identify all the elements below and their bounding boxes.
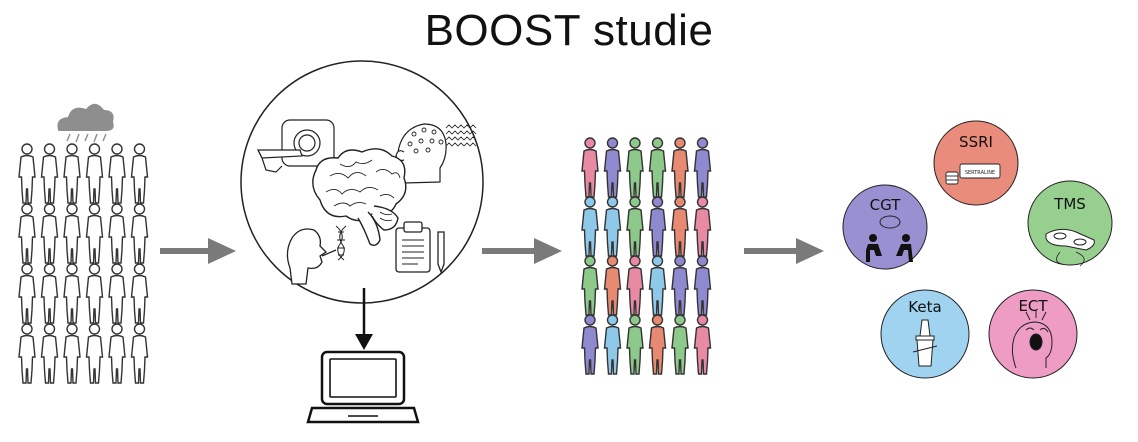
patient-figure-icon [626, 255, 644, 316]
patient-figure-icon [626, 196, 644, 257]
laptop-icon [306, 350, 420, 424]
pill-box-icon: SERTRALINE [945, 163, 1001, 185]
person-outline-icon [130, 323, 149, 384]
person-outline-icon [63, 203, 81, 264]
person-outline-icon [40, 263, 59, 324]
patient-figure-icon [693, 255, 712, 316]
treatment-tms-label: TMS [1053, 195, 1086, 213]
person-outline-icon [18, 263, 36, 324]
flow-arrow-3 [744, 238, 824, 264]
clipboard-icon [395, 221, 445, 274]
person-outline-icon [85, 143, 104, 204]
patient-figure-icon [581, 196, 599, 257]
person-outline-icon [85, 203, 104, 264]
patient-figure-icon [626, 137, 644, 198]
nasal-spray-icon [912, 319, 938, 367]
eeg-head-icon [395, 123, 477, 184]
person-outline-icon [18, 203, 36, 264]
treatment-cgt-label: CGT [870, 196, 902, 214]
patient-figure-icon [603, 255, 622, 316]
ect-head-icon [1011, 310, 1053, 369]
patient-figure-icon [671, 314, 689, 375]
person-outline-icon [130, 203, 149, 264]
treatment-ect: ECT [988, 289, 1078, 379]
patient-figure-icon [626, 314, 644, 375]
patient-figure-icon [603, 196, 622, 257]
patient-figure-icon [671, 196, 689, 257]
person-outline-icon [130, 263, 149, 324]
flow-arrow-2 [482, 238, 562, 264]
mri-scanner-icon [257, 119, 335, 173]
person-outline-icon [85, 323, 104, 384]
person-outline-icon [85, 263, 104, 324]
patient-figure-icon [603, 137, 622, 198]
rain-cloud-icon [57, 103, 114, 143]
treatment-keta: Keta [880, 289, 970, 379]
patient-figure-icon [671, 137, 689, 198]
person-outline-icon [63, 263, 81, 324]
patient-figure-icon [693, 314, 712, 375]
patient-figure-icon [671, 255, 689, 316]
treatment-options: SSRI SERTRALINE CGT TMS [842, 120, 1113, 379]
patient-figure-icon [603, 314, 622, 375]
flow-arrow-1 [160, 238, 236, 264]
person-outline-icon [108, 203, 126, 264]
person-outline-icon [40, 203, 59, 264]
person-outline-icon [108, 263, 126, 324]
patient-figure-icon [581, 255, 599, 316]
treatment-ssri-label: SSRI [959, 133, 993, 151]
saliva-dna-icon [286, 225, 347, 285]
stratified-patient-group [581, 137, 712, 375]
patient-figure-icon [581, 137, 599, 198]
depressed-population-group [18, 143, 149, 384]
treatment-ssri: SSRI SERTRALINE [933, 120, 1019, 206]
person-outline-icon [130, 143, 149, 204]
person-outline-icon [18, 323, 36, 384]
treatment-cgt: CGT [842, 184, 928, 270]
patient-figure-icon [648, 255, 667, 316]
patient-figure-icon [693, 137, 712, 198]
treatment-tms: TMS [1027, 180, 1113, 267]
patient-figure-icon [581, 314, 599, 375]
diagram-title: BOOST studie [424, 6, 714, 55]
pill-box-text: SERTRALINE [965, 170, 995, 176]
person-outline-icon [63, 143, 81, 204]
patient-figure-icon [693, 196, 712, 257]
patient-figure-icon [648, 137, 667, 198]
person-outline-icon [40, 323, 59, 384]
person-outline-icon [108, 143, 126, 204]
person-outline-icon [18, 143, 36, 204]
patient-figure-icon [648, 314, 667, 375]
brain-icon [312, 148, 407, 247]
person-outline-icon [40, 143, 59, 204]
patient-figure-icon [648, 196, 667, 257]
person-outline-icon [108, 323, 126, 384]
person-outline-icon [63, 323, 81, 384]
treatment-ect-label: ECT [1018, 297, 1048, 315]
treatment-keta-label: Keta [908, 298, 941, 316]
tms-coil-icon [1045, 228, 1095, 267]
down-arrow [355, 288, 373, 350]
therapy-session-icon [866, 215, 913, 262]
